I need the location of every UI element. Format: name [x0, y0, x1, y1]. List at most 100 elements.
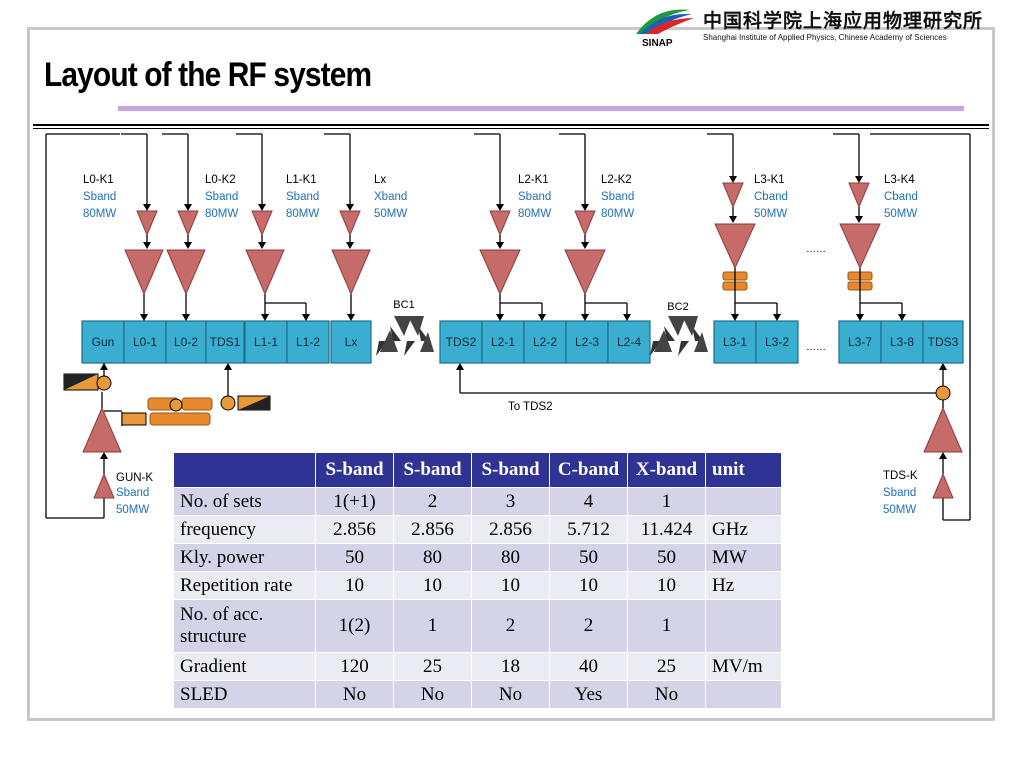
module-label: L3-7	[848, 335, 872, 349]
accelerator-module	[439, 320, 483, 364]
chicane-magnet	[678, 341, 689, 356]
accelerator-module	[523, 320, 567, 364]
table-header: X-band	[627, 452, 706, 488]
rf-feed-arrow	[143, 204, 151, 211]
accelerator-module	[607, 320, 651, 364]
table-cell: 10	[627, 571, 706, 600]
driver-amplifier-icon	[574, 210, 596, 237]
rf-load-icon	[121, 412, 147, 426]
klystron-name: GUN-K	[116, 472, 153, 484]
sled-cavity-icon	[181, 397, 213, 411]
unit-cell: MV/m	[705, 652, 782, 681]
chicane-magnet	[668, 316, 686, 336]
org-english-name: Shanghai Institute of Applied Physics, C…	[703, 33, 947, 42]
org-chinese-name: 中国科学院上海应用物理研究所	[703, 10, 984, 32]
bc2-label: BC2	[667, 301, 688, 313]
chicane-magnet	[682, 316, 698, 336]
table-cell: 2	[393, 487, 472, 516]
table-header-row: S-band S-band S-band C-band X-band unit	[173, 452, 782, 488]
rf-parameter-table: S-band S-band S-band C-band X-band unit …	[173, 452, 782, 709]
chicane-magnet	[390, 326, 401, 341]
klystron-power: 50MW	[754, 208, 787, 220]
rf-waveguide-arrow	[347, 314, 355, 321]
module-label: L1-2	[296, 335, 320, 349]
table-cell: 18	[471, 652, 550, 681]
klystron-icon	[564, 249, 606, 296]
driver-amplifier-icon	[177, 210, 199, 237]
table-cell: 2.856	[471, 515, 550, 544]
table-row: Repetition rate 10 10 10 10 10 Hz	[173, 571, 782, 600]
table-cell: Yes	[549, 680, 628, 709]
table-cell: 50	[315, 543, 394, 572]
table-cell: 2.856	[315, 515, 394, 544]
rf-feed-arrow	[258, 242, 266, 249]
module-label: L2-4	[617, 335, 641, 349]
table-cell: 80	[393, 543, 472, 572]
to-tds2-arrow	[456, 363, 464, 370]
unit-cell: Hz	[705, 571, 782, 600]
table-cell: 1	[627, 487, 706, 516]
accelerator-module	[123, 320, 167, 364]
rf-feed-arrow	[581, 242, 589, 249]
rf-waveguide-arrow	[856, 314, 864, 321]
klystron-name: L1-K1	[286, 174, 317, 186]
module-label: L3-2	[765, 335, 789, 349]
driver-amplifier-icon	[251, 210, 273, 237]
driver-amplifier-icon	[93, 472, 115, 499]
to-tds2-label: To TDS2	[508, 401, 553, 413]
table-cell: 2.856	[393, 515, 472, 544]
rf-feed-arrow	[258, 204, 266, 211]
rf-waveguide-arrow	[731, 314, 739, 321]
rf-circulator-icon	[96, 375, 112, 391]
table-row: Gradient 120 25 18 40 25 MV/m	[173, 652, 782, 681]
klystron-icon	[166, 249, 206, 296]
rf-feed-arrow	[496, 204, 504, 211]
chicane-magnet	[654, 330, 672, 352]
driver-amplifier-icon	[339, 210, 361, 237]
klystron-icon	[479, 249, 521, 296]
table-cell: 25	[627, 652, 706, 681]
rf-circulator-icon	[169, 398, 183, 412]
klystron-name: L2-K2	[601, 174, 632, 186]
module-label: Gun	[92, 335, 115, 349]
klystron-band: Cband	[754, 191, 788, 203]
module-label: TDS3	[928, 335, 959, 349]
rf-switch-icon	[64, 374, 98, 390]
rf-feed-arrow	[346, 204, 354, 211]
table-cell: No	[471, 680, 550, 709]
rf-waveguide-arrow	[100, 363, 108, 370]
slide-title: Layout of the RF system	[44, 56, 372, 94]
klystron-power: 50MW	[883, 504, 916, 516]
module-label: TDS1	[210, 335, 241, 349]
accelerator-module	[330, 320, 372, 364]
table-row: No. of sets 1(+1) 2 3 4 1	[173, 487, 782, 516]
row-label: SLED	[173, 680, 316, 709]
table-header-corner	[173, 452, 316, 488]
rf-feed-arrow	[184, 204, 192, 211]
accelerator-module	[838, 320, 882, 364]
rf-waveguide-arrow	[623, 314, 631, 321]
rf-waveguide-arrow	[538, 314, 546, 321]
module-label: L0-1	[133, 335, 157, 349]
table-cell: 10	[315, 571, 394, 600]
driver-amplifier-icon	[848, 182, 870, 209]
slide-frame	[27, 27, 995, 721]
table-header: S-band	[471, 452, 550, 488]
module-label: L0-2	[174, 335, 198, 349]
klystron-power: 80MW	[286, 208, 319, 220]
ellipsis-text: ……	[806, 342, 826, 353]
table-cell: 2	[549, 599, 628, 653]
table-cell: 3	[471, 487, 550, 516]
klystron-power: 50MW	[884, 208, 917, 220]
table-cell: 10	[549, 571, 628, 600]
ellipsis-text: ……	[806, 244, 826, 255]
table-cell: 1	[627, 599, 706, 653]
row-label: frequency	[173, 515, 316, 544]
klystron-icon	[331, 249, 371, 296]
header-rule	[33, 124, 989, 126]
module-label: L3-1	[723, 335, 747, 349]
rf-feed-arrow	[855, 176, 863, 183]
klystron-band: Sband	[83, 191, 116, 203]
table-cell: 11.424	[627, 515, 706, 544]
